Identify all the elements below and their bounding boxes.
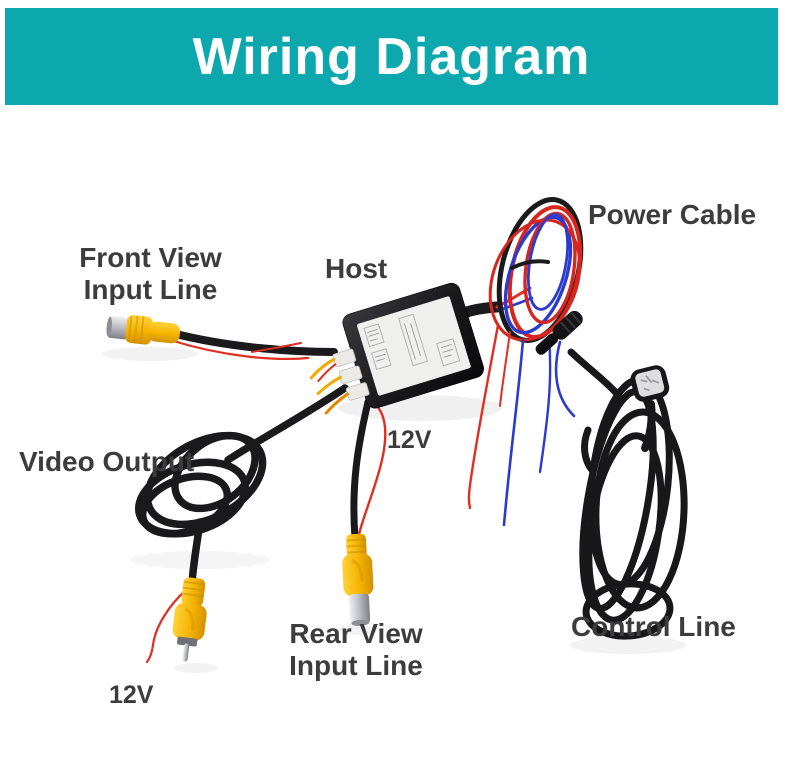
label-front-line1: Front View — [79, 242, 222, 273]
power-cable-coil — [439, 197, 584, 527]
label-power-cable: Power Cable — [588, 199, 757, 230]
power-blue-lead — [502, 338, 525, 527]
host-box — [309, 282, 484, 415]
host-connector-plugs — [309, 348, 370, 415]
host-label-fine-print — [367, 323, 454, 362]
label-control-line: Control Line — [571, 611, 736, 642]
video-output-cable — [134, 384, 349, 588]
front-input-cable — [168, 329, 338, 360]
label-host: Host — [325, 253, 388, 284]
control-blue-wire — [554, 340, 576, 418]
host-top-label — [357, 296, 471, 396]
banner-title: Wiring Diagram — [192, 27, 591, 86]
label-rear-line2: Input Line — [289, 649, 423, 681]
adhesive-sticker-marks — [640, 375, 660, 392]
label-rear-view-input-line: Rear View Input Line — [286, 618, 426, 682]
label-rear-line1: Rear View — [289, 618, 423, 649]
label-12v-video: 12V — [109, 681, 154, 709]
label-front-line2: Input Line — [83, 273, 218, 305]
video-12v-red-wire — [145, 588, 188, 664]
label-12v-rear: 12V — [387, 426, 432, 454]
video-output-rca-connector — [172, 577, 207, 662]
label-front-view-input-line: Front View Input Line — [38, 242, 263, 306]
rear-12v-red-wire — [356, 404, 387, 540]
rear-input-wires — [350, 398, 387, 542]
power-red-lead — [467, 323, 500, 510]
label-video-output: Video Output — [19, 446, 195, 477]
banner: Wiring Diagram — [5, 8, 778, 105]
front-input-rca-connector — [106, 315, 181, 345]
power-barrel-connector — [535, 310, 583, 355]
control-button — [630, 365, 670, 402]
rear-input-rca-connector — [342, 533, 374, 626]
